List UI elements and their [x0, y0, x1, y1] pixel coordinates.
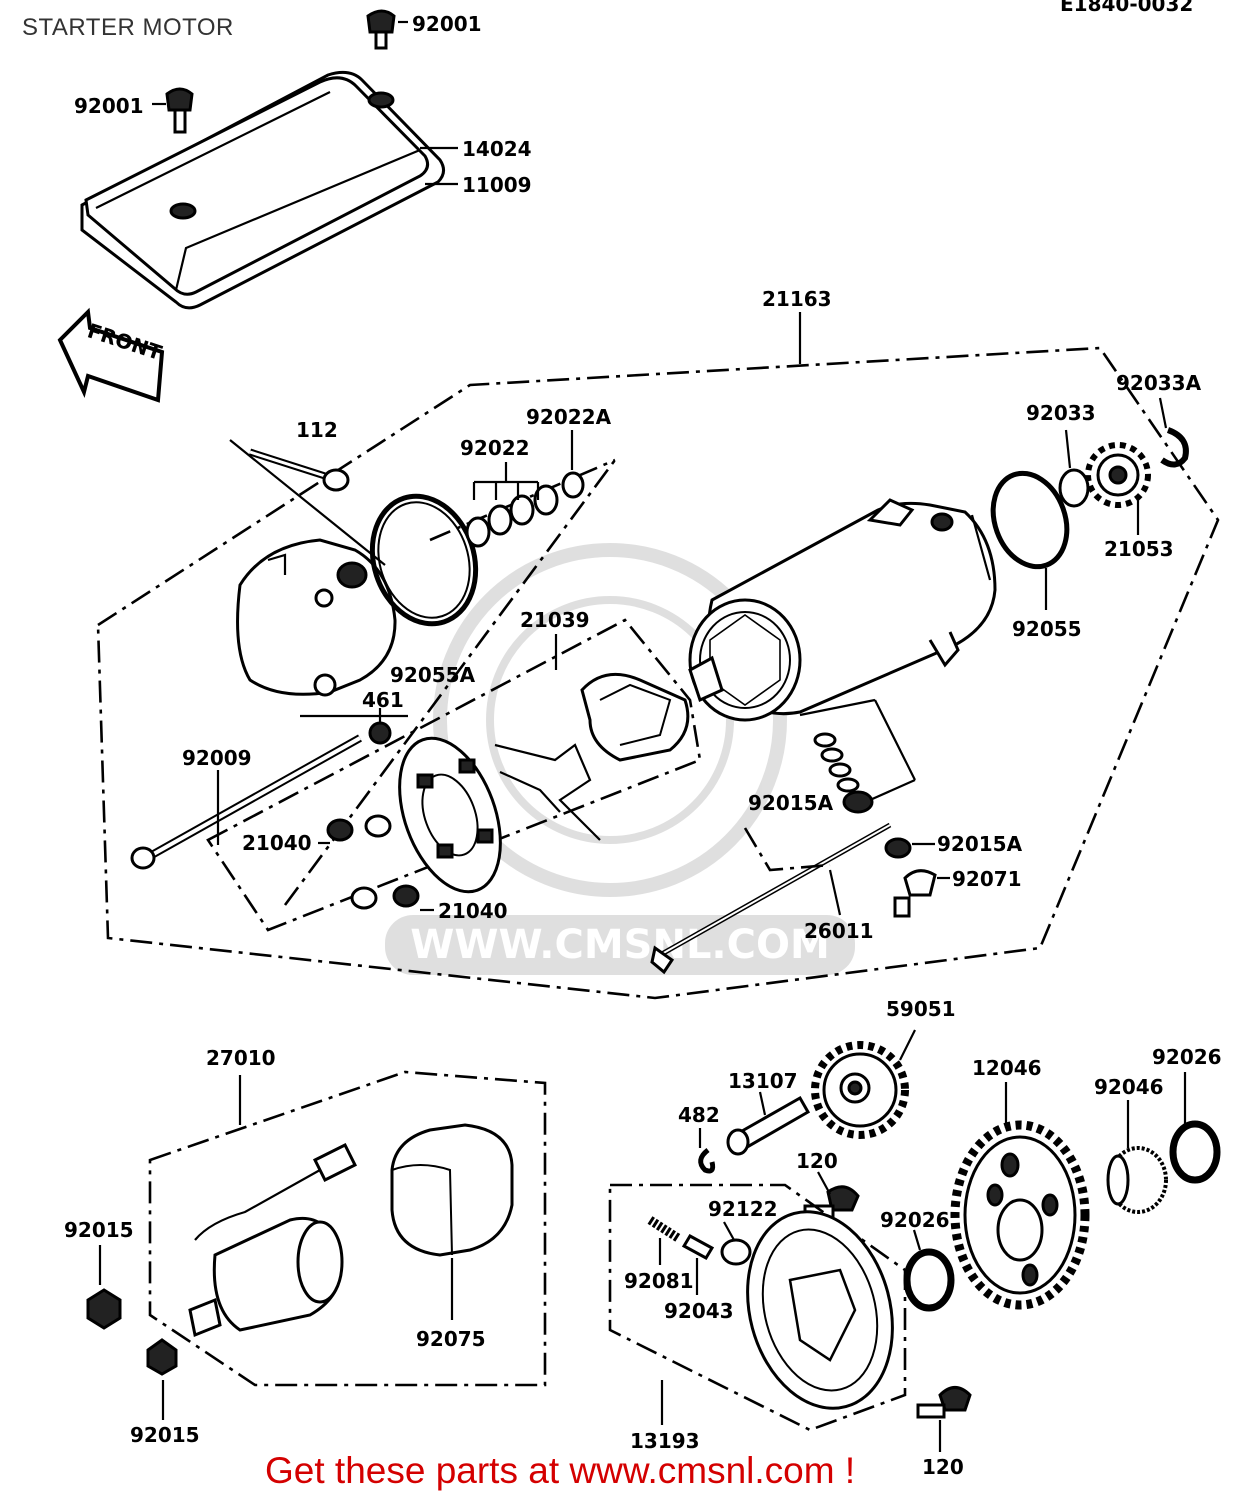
- bolt-92001-top: [366, 9, 396, 50]
- lead-wire-26011: [650, 822, 892, 975]
- roller-92122: [720, 1238, 752, 1266]
- starter-idle-gear-59051: [811, 1041, 909, 1139]
- motor-yoke: [688, 498, 997, 722]
- plunger-92043: [681, 1233, 715, 1261]
- brush-assembly-21039: [494, 672, 690, 841]
- part-number-label: 92022: [460, 436, 530, 460]
- terminal-washers-92015A: [813, 732, 874, 814]
- starter-clutch-body: [746, 1210, 894, 1410]
- idle-shaft-13107: [726, 1095, 811, 1156]
- relay-27010-boundary: [148, 1070, 547, 1387]
- through-bolt-112: [248, 448, 350, 492]
- washer-92022A: [561, 471, 585, 499]
- part-number-label: 92015: [64, 1218, 134, 1242]
- o-ring-92055: [990, 470, 1070, 570]
- terminal-bolt-92071: [893, 869, 937, 918]
- part-number-label: 21053: [1104, 537, 1174, 561]
- bolt-120-b: [916, 1386, 972, 1419]
- clip-482: [698, 1148, 716, 1174]
- part-number-label: 21039: [520, 608, 590, 632]
- part-number-label: 92022A: [526, 405, 612, 429]
- part-number-label: 92122: [708, 1197, 778, 1221]
- cmsnl-watermark: WWW.CMSNL.COM: [385, 543, 855, 975]
- part-number-label: 92001: [412, 12, 482, 36]
- document-reference: E1840-0032: [1060, 0, 1194, 16]
- nut-92015A: [884, 837, 912, 859]
- part-number-label: 92075: [416, 1327, 486, 1351]
- page-title: STARTER MOTOR: [22, 14, 234, 41]
- assembly-21163-boundary: [96, 346, 1220, 1000]
- pinion-gear-21053: [1085, 442, 1151, 508]
- starter-cover-14024: [84, 76, 430, 296]
- long-bolt-92009: [130, 734, 362, 870]
- washers-92022: [465, 471, 585, 548]
- part-number-label: 12046: [972, 1056, 1042, 1080]
- nut-92015-b: [146, 1338, 178, 1376]
- part-number-label: 120: [796, 1149, 838, 1173]
- clutch-assembly-13193-boundary: [608, 1183, 907, 1432]
- watermark-text: WWW.CMSNL.COM: [410, 922, 830, 968]
- part-number-label: 92026: [1152, 1045, 1222, 1069]
- part-number-label: 120: [922, 1455, 964, 1479]
- needle-bearing-92046: [1106, 1146, 1168, 1214]
- part-number-label: 92015A: [937, 832, 1023, 856]
- part-number-label: 21040: [242, 831, 312, 855]
- spring-92081: [647, 1216, 681, 1242]
- part-number-label: 112: [296, 418, 338, 442]
- part-number-label: 92015: [130, 1423, 200, 1447]
- brush-holder-plate: [398, 736, 502, 894]
- part-number-label: 92046: [1094, 1075, 1164, 1099]
- starter-gear-12046: [950, 1120, 1090, 1310]
- part-number-label: 461: [362, 688, 404, 712]
- part-number-label: 21040: [438, 899, 508, 923]
- washer-92033: [1058, 468, 1090, 508]
- cover-bolt-hole: [367, 91, 395, 109]
- nut-92015-a: [86, 1288, 122, 1330]
- part-number-label: 92055: [1012, 617, 1082, 641]
- end-cover: [236, 538, 397, 697]
- part-number-label: 27010: [206, 1046, 276, 1070]
- part-number-label: 26011: [804, 919, 874, 943]
- washer-92026-a: [1169, 1120, 1221, 1184]
- part-number-label: 14024: [462, 137, 532, 161]
- part-number-label: 92026: [880, 1208, 950, 1232]
- part-number-label: 92071: [952, 867, 1022, 891]
- part-number-label: 92033: [1026, 401, 1096, 425]
- part-number-label: 482: [678, 1103, 720, 1127]
- part-number-label: 92055A: [390, 663, 476, 687]
- relay-cover-92075: [390, 1123, 514, 1257]
- part-number-label: 92033A: [1116, 371, 1202, 395]
- starter-relay-body: [188, 1142, 358, 1338]
- part-461: [368, 721, 392, 745]
- buy-parts-banner[interactable]: Get these parts at www.cmsnl.com !: [265, 1450, 856, 1491]
- circlip-92033A: [1160, 427, 1189, 468]
- part-number-label: 11009: [462, 173, 532, 197]
- starter-cover-group: [80, 9, 458, 310]
- part-number-label: 21163: [762, 287, 832, 311]
- part-number-label: 92081: [624, 1269, 694, 1293]
- part-number-label: 92001: [74, 94, 144, 118]
- front-direction-arrow: FRONT: [57, 307, 165, 403]
- brush-springs-21040: [326, 814, 420, 910]
- cover-bolt-hole: [169, 202, 197, 220]
- part-number-label: 13193: [630, 1429, 700, 1453]
- part-number-label: 92043: [664, 1299, 734, 1323]
- part-number-label: 92009: [182, 746, 252, 770]
- part-number-label: 13107: [728, 1069, 798, 1093]
- bolt-92001-left: [165, 87, 194, 134]
- part-number-label: 59051: [886, 997, 956, 1021]
- part-number-label: 92015A: [748, 791, 834, 815]
- washer-92026-b: [903, 1248, 955, 1312]
